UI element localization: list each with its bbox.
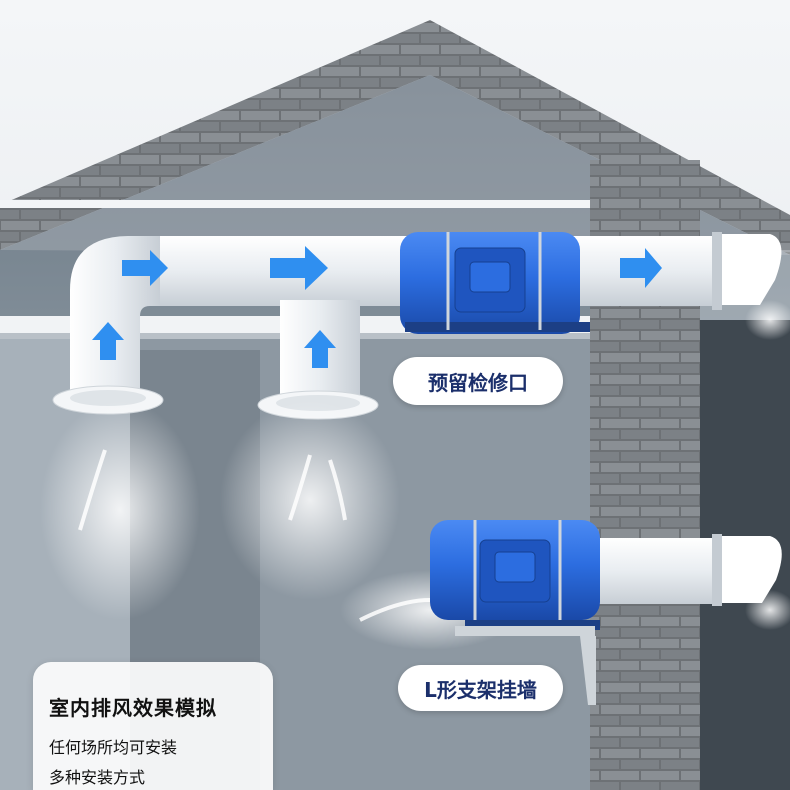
info-line: 任何场所均可安装 — [49, 738, 178, 757]
airflow-icon — [78, 449, 431, 622]
l-bracket — [455, 626, 596, 705]
info-title: 室内排风效果模拟 — [49, 696, 217, 720]
l-bracket-label: L形支架挂墙 — [398, 665, 563, 711]
arrow-icon — [92, 246, 668, 590]
reserved-port-label: 预留检修口 — [393, 357, 563, 405]
fan-icon — [430, 520, 600, 630]
info-line: 多种安装方式 — [49, 768, 146, 787]
fan-icon — [400, 232, 590, 334]
info-card: 室内排风效果模拟 任何场所均可安装 多种安装方式 — [33, 662, 273, 790]
